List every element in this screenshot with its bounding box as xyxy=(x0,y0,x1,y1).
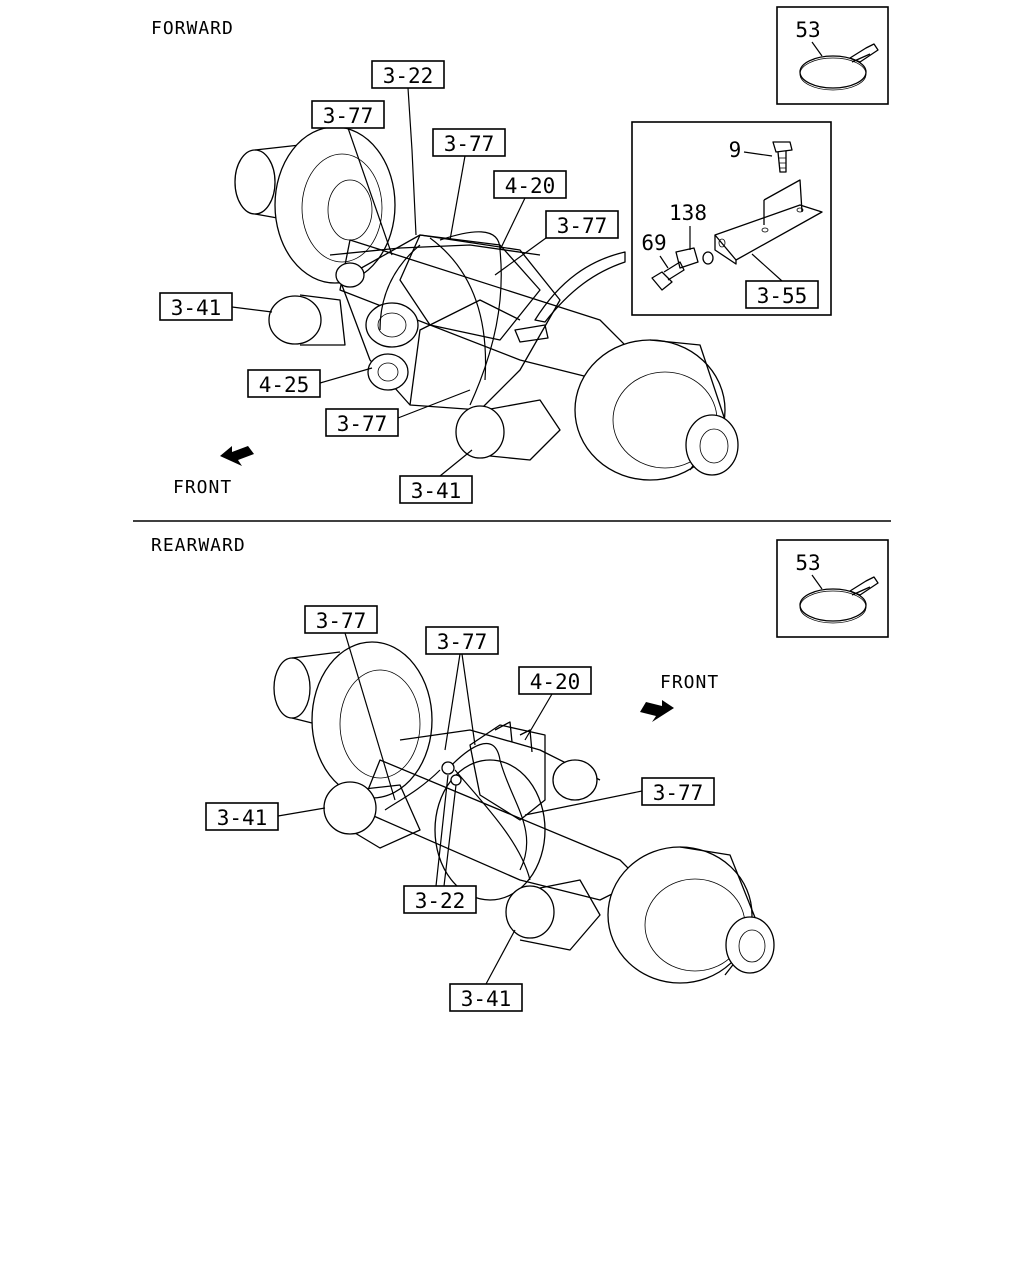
rearward-section: REARWARD xyxy=(151,535,889,1012)
rearward-callout-3-77-right: 3-77 xyxy=(524,777,715,816)
svg-text:3-77: 3-77 xyxy=(653,781,704,805)
svg-text:4-20: 4-20 xyxy=(505,174,556,198)
front-arrow-icon xyxy=(220,446,254,466)
forward-title: FORWARD xyxy=(151,18,234,39)
svg-text:3-41: 3-41 xyxy=(411,479,462,503)
bracket-ref: 3-55 xyxy=(757,284,808,308)
rearward-callout-3-77-top: 3-77 xyxy=(425,626,499,751)
svg-text:3-77: 3-77 xyxy=(557,214,608,238)
svg-text:53: 53 xyxy=(795,551,820,575)
band-clamp-icon xyxy=(799,576,879,624)
rearward-detail-box-53: 53 xyxy=(776,539,889,638)
forward-callout-3-77-right: 3-77 xyxy=(494,210,619,276)
forward-callout-3-77-bottom: 3-77 xyxy=(325,389,471,437)
flange-bolt-icon xyxy=(772,141,793,173)
clip-number: 138 xyxy=(669,201,707,225)
svg-text:3-41: 3-41 xyxy=(171,296,222,320)
screw-number: 69 xyxy=(641,231,666,255)
svg-text:3-41: 3-41 xyxy=(217,806,268,830)
forward-callout-4-25: 4-25 xyxy=(247,367,373,398)
left-wheel-drum xyxy=(234,126,396,284)
rearward-callout-3-41-bottom: 3-41 xyxy=(449,929,523,1012)
svg-text:3-77: 3-77 xyxy=(437,630,488,654)
brake-chamber-right xyxy=(455,399,561,461)
forward-section: FORWARD xyxy=(151,6,889,504)
forward-callout-3-77-top-left: 3-77 xyxy=(311,100,393,256)
svg-text:3-77: 3-77 xyxy=(444,132,495,156)
forward-callout-4-20: 4-20 xyxy=(493,170,567,251)
forward-detail-box-53: 53 xyxy=(776,6,889,105)
brake-chamber-left xyxy=(268,294,346,346)
rear-front-arrow-icon xyxy=(640,700,674,722)
rearward-callout-4-20: 4-20 xyxy=(518,666,592,741)
forward-callout-3-41-bottom: 3-41 xyxy=(399,449,473,504)
forward-axle-drawing xyxy=(234,126,739,481)
svg-text:3-77: 3-77 xyxy=(337,412,388,436)
forward-bracket-detail-box: 9 138 69 xyxy=(631,121,832,316)
rearward-front-label: FRONT xyxy=(660,672,719,693)
forward-callout-3-77-top-mid: 3-77 xyxy=(432,128,506,241)
rearward-axle-drawing xyxy=(273,641,775,984)
svg-text:3-77: 3-77 xyxy=(316,609,367,633)
svg-text:3-77: 3-77 xyxy=(323,104,374,128)
rearward-callout-3-77-left: 3-77 xyxy=(304,605,396,801)
svg-text:3-22: 3-22 xyxy=(415,889,466,913)
rearward-callout-3-41-left: 3-41 xyxy=(205,802,326,831)
band-clamp-icon xyxy=(799,43,879,91)
svg-text:3-41: 3-41 xyxy=(461,987,512,1011)
forward-front-label: FRONT xyxy=(173,477,232,498)
bolt-number: 9 xyxy=(729,138,742,162)
forward-callout-3-41-left: 3-41 xyxy=(159,292,273,321)
rearward-title: REARWARD xyxy=(151,535,246,556)
svg-text:4-25: 4-25 xyxy=(259,373,310,397)
svg-text:4-20: 4-20 xyxy=(530,670,581,694)
svg-text:53: 53 xyxy=(795,18,820,42)
forward-callout-3-22: 3-22 xyxy=(371,60,445,236)
rearward-callout-3-22: 3-22 xyxy=(403,774,477,914)
right-wheel-drum xyxy=(574,339,739,481)
svg-text:3-22: 3-22 xyxy=(383,64,434,88)
bracket-icon xyxy=(714,179,823,265)
